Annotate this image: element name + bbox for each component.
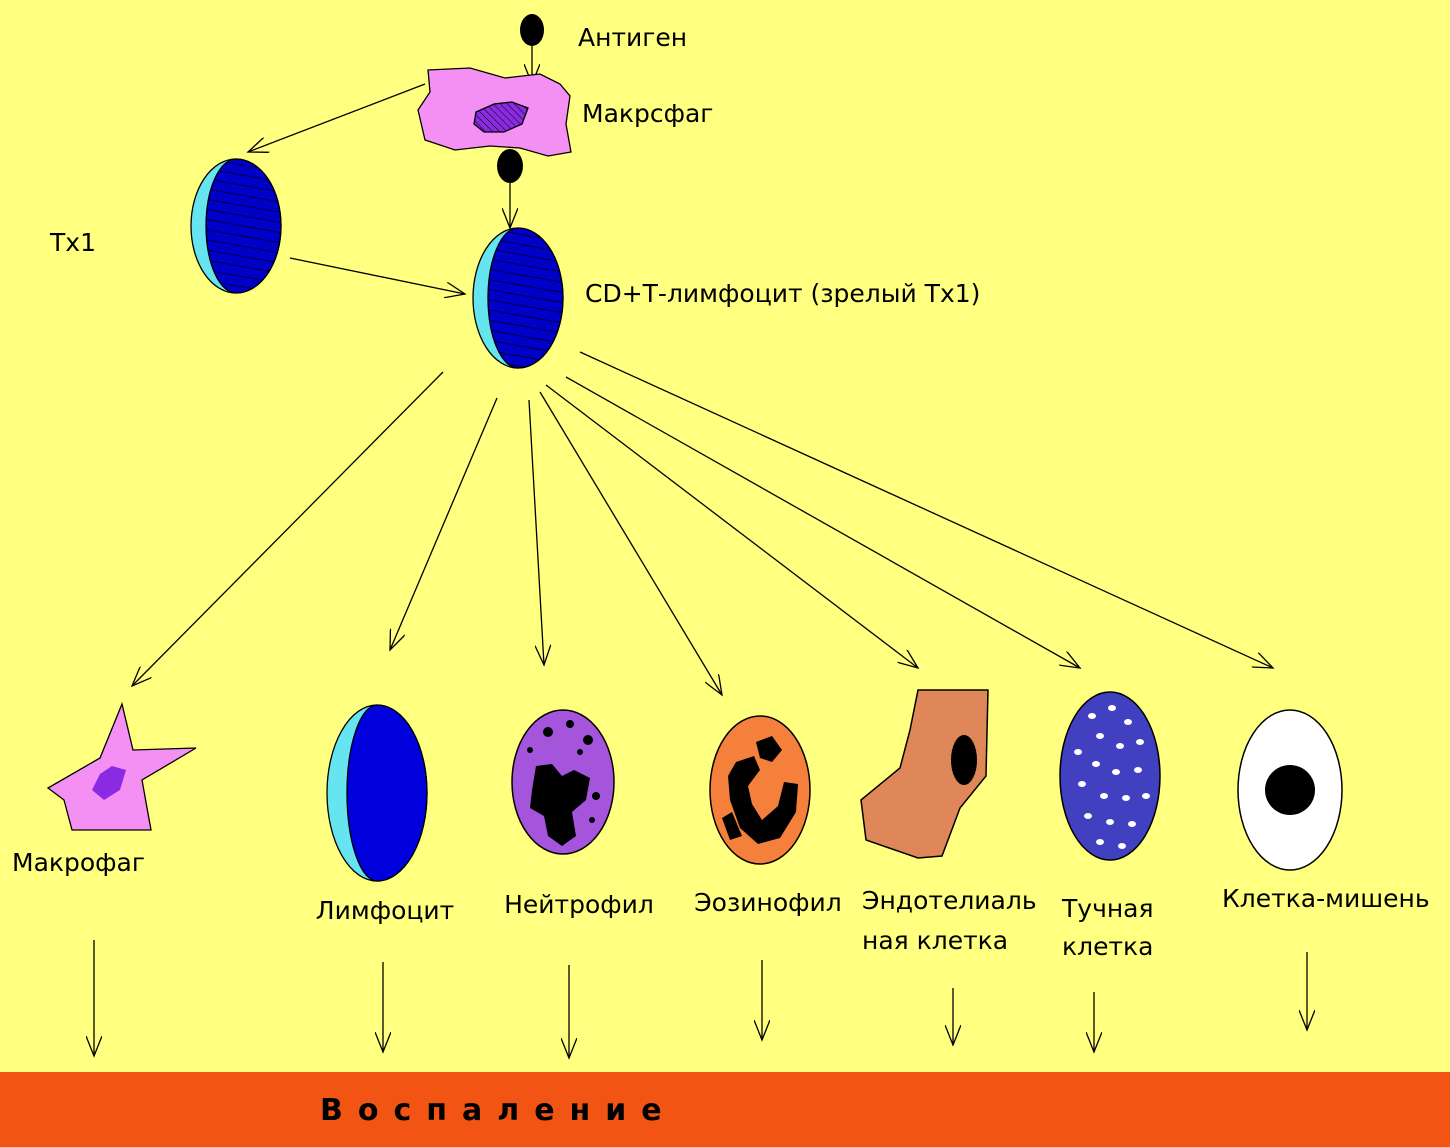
- th1-cell-icon: [191, 159, 281, 293]
- arrow-to-eosinophil: [540, 392, 722, 695]
- neutrophil-icon: [512, 710, 614, 854]
- arrow-to-mast-cell: [566, 377, 1080, 668]
- cd-t-label: CD+Т-лимфоцит (зрелый Тх1): [585, 279, 980, 309]
- arrow-to-neutrophil: [529, 400, 544, 665]
- endothelial-label-line2: ная клетка: [862, 926, 1008, 956]
- mast-cell-label-line1: Тучная: [1062, 894, 1154, 924]
- macrophage-icon: [48, 704, 196, 830]
- inflammation-label: Воспаление: [320, 1093, 677, 1128]
- inflammation-band: [0, 1072, 1450, 1147]
- macrophage-top-label: Макрсфаг: [582, 99, 713, 129]
- cd-t-lymphocyte-icon: [473, 228, 563, 368]
- arrow-to-endothelial: [546, 385, 918, 668]
- antigen-label: Антиген: [578, 23, 687, 53]
- arrow-to-th1: [248, 84, 425, 152]
- mast-cell-icon: [1060, 692, 1160, 860]
- neutrophil-label: Нейтрофил: [504, 890, 654, 920]
- macrophage-top-icon: [418, 68, 571, 228]
- endothelial-label-line1: Эндотелиаль: [862, 886, 1037, 916]
- arrow-to-target-cell: [580, 352, 1273, 668]
- lymphocyte-icon: [327, 705, 427, 881]
- eosinophil-icon: [710, 716, 810, 864]
- target-cell-icon: [1238, 710, 1342, 870]
- endothelial-cell-icon: [861, 690, 988, 858]
- eosinophil-label: Эозинофил: [694, 888, 842, 918]
- macrophage-label: Макрофаг: [12, 848, 145, 878]
- lymphocyte-label: Лимфоцит: [316, 896, 454, 926]
- fan-out-arrows: [132, 352, 1273, 695]
- arrow-th1-to-cdt: [290, 258, 465, 294]
- th1-label: Тх1: [50, 228, 96, 258]
- mast-cell-label-line2: клетка: [1062, 932, 1153, 962]
- arrow-to-macrophage: [132, 372, 443, 686]
- arrow-to-lymphocyte: [390, 398, 497, 650]
- target-cell-label: Клетка-мишень: [1222, 884, 1430, 914]
